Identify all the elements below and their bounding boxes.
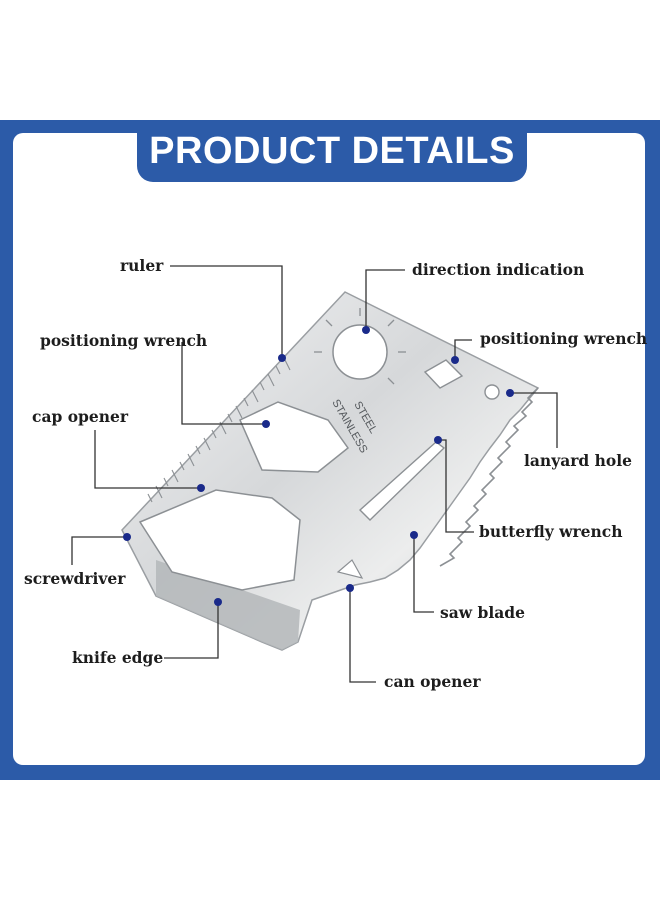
cap-opener-hole — [239, 401, 350, 473]
label-cap-opener: cap opener — [32, 407, 129, 426]
leader-positioning-wrench-left — [181, 342, 264, 425]
compass-hole — [332, 324, 388, 380]
title-tab — [137, 120, 527, 182]
lanyard-hole — [484, 384, 500, 400]
butterfly-slot — [358, 441, 446, 521]
label-screwdriver: screwdriver — [24, 569, 126, 588]
leader-knife — [164, 602, 219, 659]
label-positioning-wrench-right: positioning wrench — [480, 329, 648, 348]
dot-screwdriver — [123, 533, 131, 541]
dot-ruler — [278, 354, 286, 362]
dot-saw — [410, 531, 418, 539]
multitool-card: STAINLESS STEEL — [121, 291, 540, 651]
dot-cap-opener — [197, 484, 205, 492]
dot-positioning-wrench-right — [451, 356, 459, 364]
dot-positioning-wrench-left — [262, 420, 270, 428]
knife-bevel — [156, 560, 300, 650]
label-knife-edge: knife edge — [72, 648, 164, 667]
compass-ticks — [314, 308, 406, 385]
dot-can-opener — [346, 584, 354, 592]
pointer-dots — [123, 326, 514, 606]
label-direction-indication: direction indication — [412, 260, 585, 279]
dot-butterfly — [434, 436, 442, 444]
leader-lanyard — [510, 392, 558, 448]
label-positioning-wrench-left: positioning wrench — [40, 331, 208, 350]
leader-can-opener — [349, 588, 376, 683]
dot-knife — [214, 598, 222, 606]
label-butterfly-wrench: butterfly wrench — [479, 522, 623, 541]
label-lanyard-hole: lanyard hole — [524, 451, 633, 470]
can-opener-notch — [336, 559, 364, 579]
wrench-slot — [423, 359, 464, 389]
bottle-slot — [138, 489, 301, 591]
leader-direction — [365, 269, 405, 328]
leader-positioning-wrench-right — [454, 339, 472, 358]
leader-butterfly — [439, 439, 474, 533]
leader-screwdriver — [71, 536, 126, 565]
label-can-opener: can opener — [384, 672, 481, 691]
label-ruler: ruler — [120, 256, 164, 275]
leader-saw — [413, 535, 434, 613]
dot-direction — [362, 326, 370, 334]
label-saw-blade: saw blade — [440, 603, 525, 622]
leader-cap-opener — [94, 430, 200, 489]
page-title: PRODUCT DETAILS — [149, 129, 515, 172]
dot-lanyard — [506, 389, 514, 397]
saw-teeth — [439, 387, 539, 567]
leader-lines — [71, 265, 558, 683]
leader-ruler — [170, 265, 283, 358]
